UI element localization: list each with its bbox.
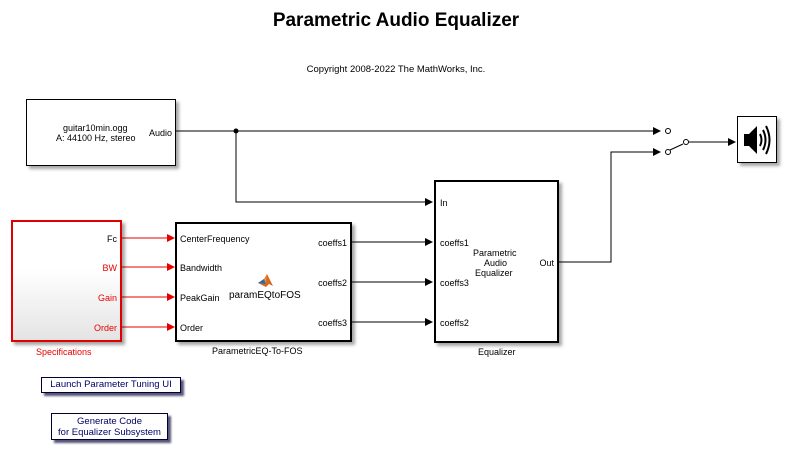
port-coeffs1-in: coeffs1 [440,238,469,248]
diagram-title: Parametric Audio Equalizer [272,10,520,31]
port-order-in: Order [180,323,204,333]
parametric-eq-to-fos-label: ParametricEQ-To-FOS [212,346,303,356]
port-audio: Audio [148,128,172,138]
copyright-text: Copyright 2008-2022 The MathWorks, Inc. [306,64,486,75]
function-name: paramEQtoFOS [229,290,301,301]
equalizer-inner-line3: Equalizer [475,268,513,278]
launch-parameter-tuning-ui-button[interactable]: Launch Parameter Tuning UI [41,377,181,393]
specifications-label: Specifications [36,347,92,357]
matlab-logo-icon [258,274,273,287]
port-coeffs1-out: coeffs1 [318,238,347,248]
port-coeffs2-in: coeffs2 [440,318,469,328]
speaker-icon [744,125,771,155]
port-bw: BW [102,263,118,273]
port-coeffs3-in: coeffs3 [440,278,469,288]
audio-file-reader-block[interactable]: guitar10min.ogg A: 44100 Hz, stereo Audi… [26,99,176,166]
wire-equalizer-out-to-switch-bottom[interactable] [558,148,661,263]
port-peak-gain: PeakGain [180,293,220,303]
port-fc: Fc [107,234,117,244]
launch-parameter-tuning-ui-label: Launch Parameter Tuning UI [50,379,172,390]
port-coeffs3-out: coeffs3 [318,318,347,328]
generate-code-label-line1: Generate Code [77,416,142,427]
equalizer-inner-line1: Parametric [473,248,517,258]
audio-device-writer-block[interactable] [737,116,777,163]
port-order: Order [93,323,117,333]
specifications-block[interactable]: Fc BW Gain Order [11,220,122,342]
manual-switch-icon[interactable] [665,128,689,155]
port-bandwidth: Bandwidth [180,263,223,273]
port-coeffs2-out: coeffs2 [318,278,347,288]
audio-file-name: guitar10min.ogg [63,123,128,133]
equalizer-block[interactable]: In coeffs1 coeffs3 coeffs2 Parametric Au… [434,180,559,343]
port-out: Out [539,258,554,268]
wire-audio-to-equalizer-in[interactable] [235,131,433,206]
audio-file-format: A: 44100 Hz, stereo [56,133,136,143]
parametric-eq-to-fos-block[interactable]: CenterFrequency Bandwidth PeakGain Order… [175,222,352,342]
port-in: In [440,198,448,208]
port-center-frequency: CenterFrequency [180,234,250,244]
equalizer-inner-line2: Audio [484,258,508,268]
equalizer-label: Equalizer [478,347,516,357]
port-gain: Gain [97,293,117,303]
generate-code-label-line2: for Equalizer Subsystem [58,427,161,438]
generate-code-button[interactable]: Generate Code for Equalizer Subsystem [51,413,168,440]
